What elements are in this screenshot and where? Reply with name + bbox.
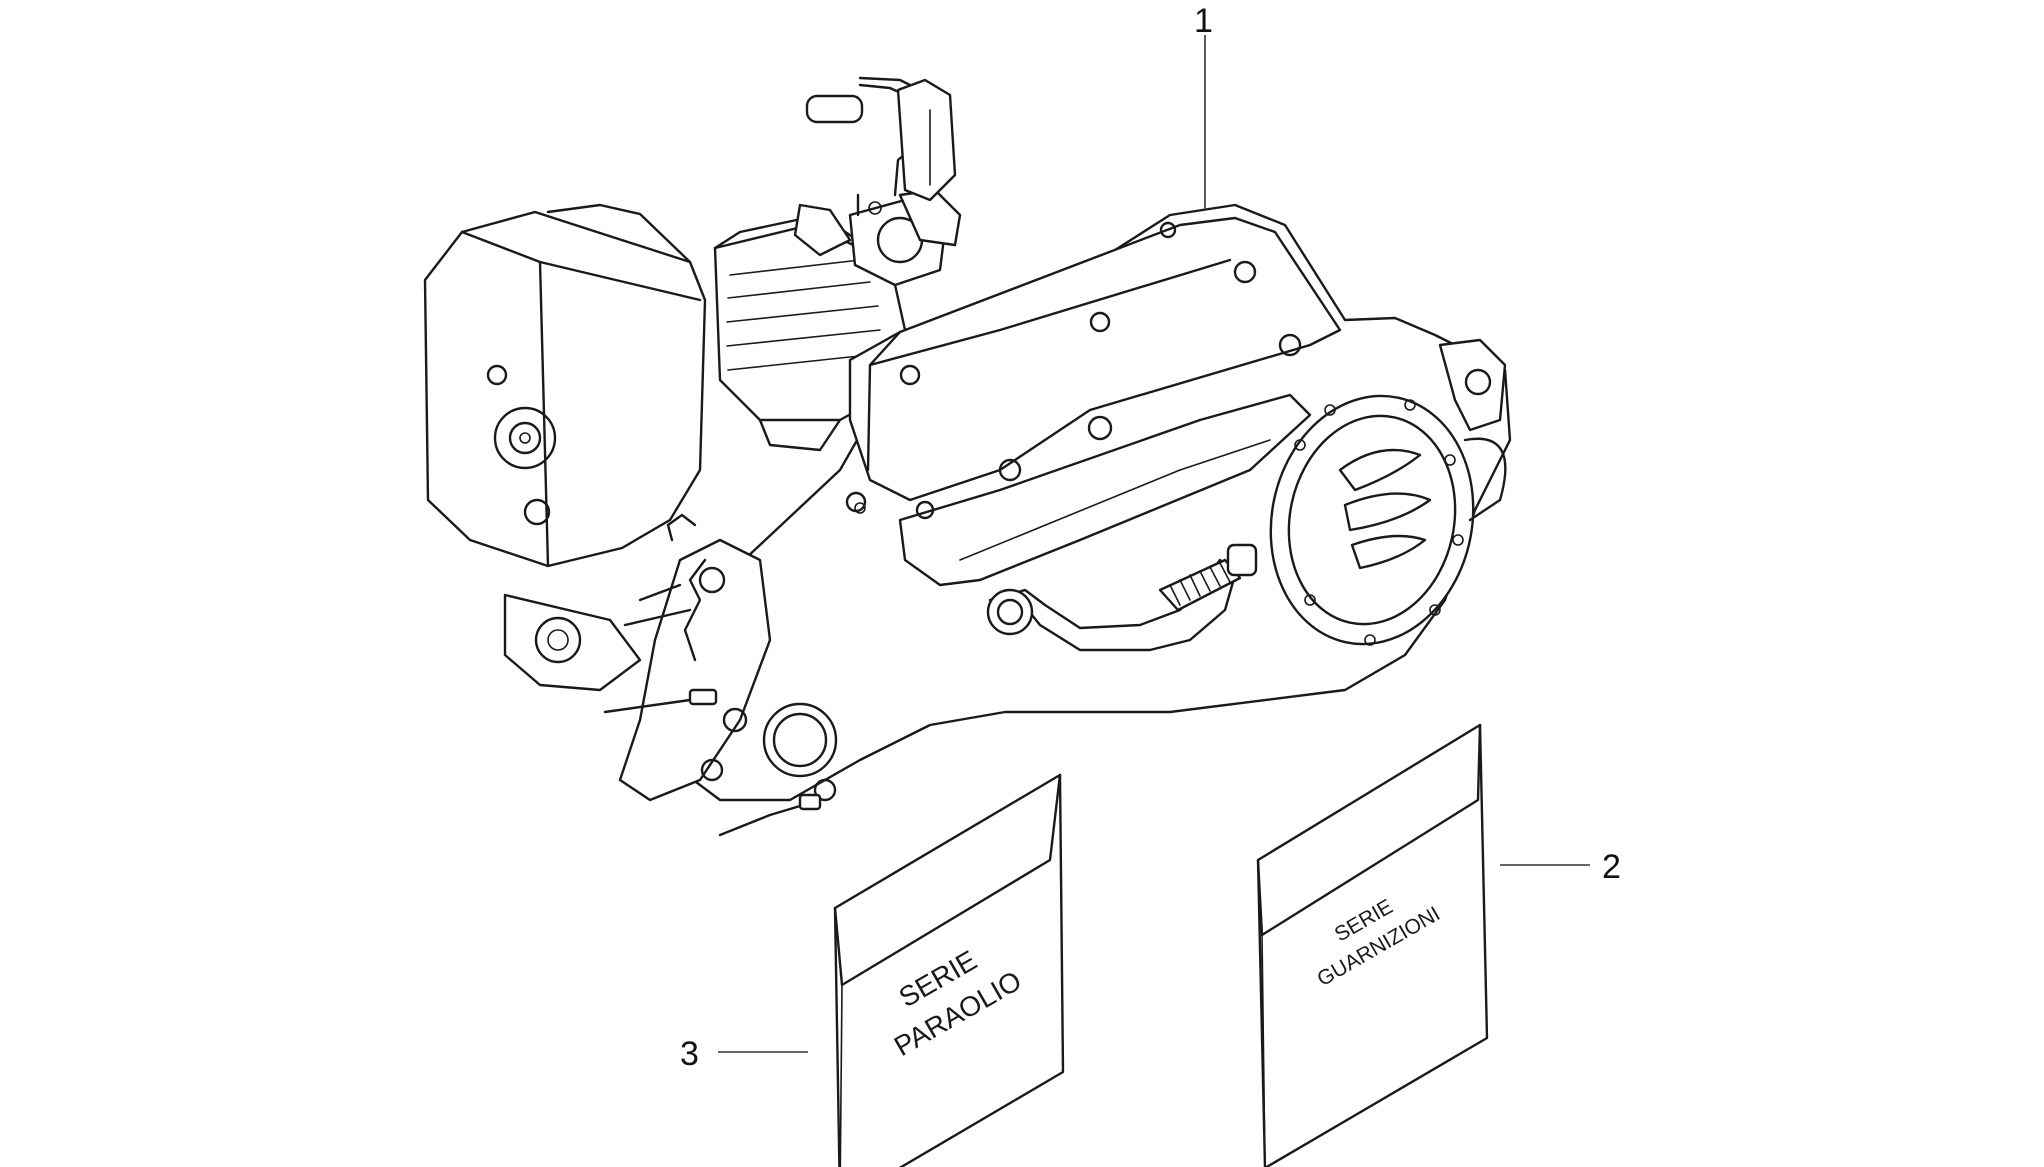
clutch-cover	[1269, 338, 1507, 646]
callout-number-3: 3	[680, 1035, 699, 1073]
callout-number-2: 2	[1602, 848, 1621, 886]
callout-number-1: 1	[1194, 2, 1213, 40]
callout-3: 3	[680, 1035, 808, 1073]
transmission-cover	[663, 203, 1512, 802]
gasket-set-bag: SERIE GUARNIZIONI	[1256, 723, 1489, 1167]
fan-cover	[423, 203, 707, 568]
oil-seal-set-bag: SERIE PARAOLIO	[833, 773, 1065, 1167]
engine-mount	[503, 593, 642, 692]
callout-2: 2	[1500, 848, 1621, 886]
engine-assembly	[423, 76, 1512, 837]
carburettor	[793, 76, 962, 287]
callout-1: 1	[1194, 2, 1213, 210]
crankcase	[603, 502, 866, 837]
kick-start-lever	[986, 543, 1258, 652]
